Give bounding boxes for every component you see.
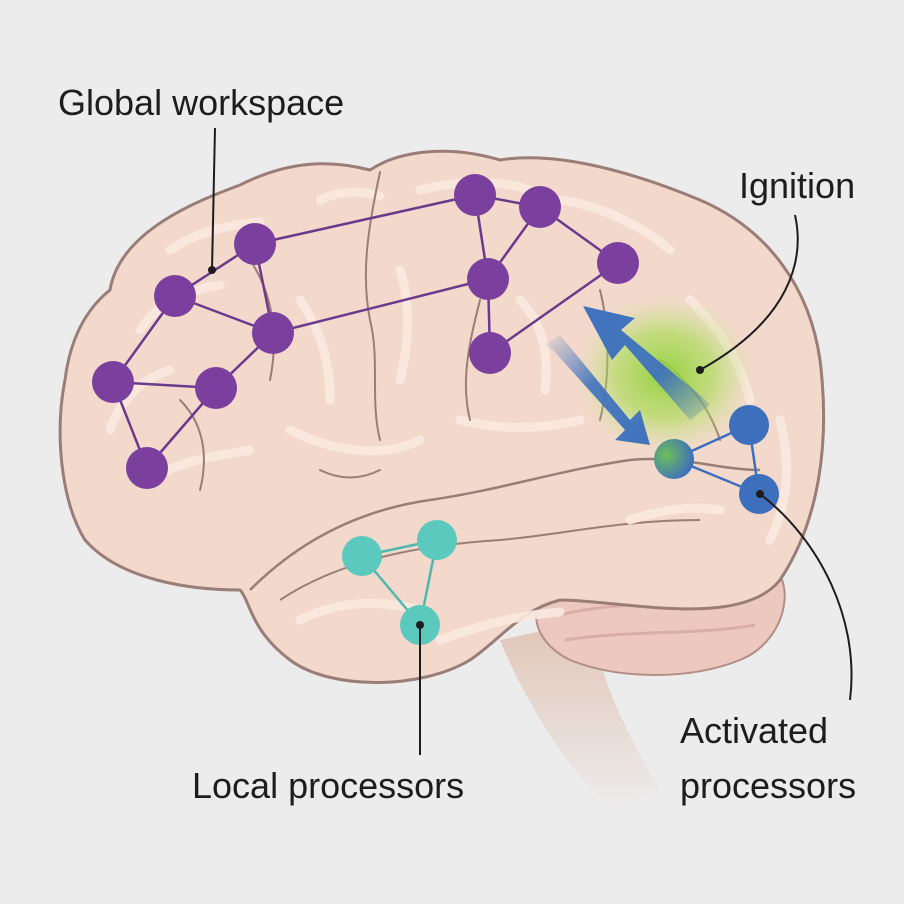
workspace-node	[126, 447, 168, 489]
activated-node	[654, 439, 694, 479]
feedforward-arrow	[545, 335, 650, 445]
activated-processors-network	[654, 405, 779, 514]
workspace-node	[234, 223, 276, 265]
global-workspace-network	[92, 174, 639, 489]
workspace-node	[469, 332, 511, 374]
workspace-node	[92, 361, 134, 403]
feedback-arrow	[583, 306, 710, 420]
leader-dot	[696, 366, 704, 374]
leader-lines	[211, 127, 853, 755]
leader-dot	[756, 490, 764, 498]
ignition-arrows	[545, 306, 710, 445]
local-node	[342, 536, 382, 576]
label-local-processors: Local processors	[192, 765, 464, 806]
workspace-node	[454, 174, 496, 216]
activated-processors-leader	[759, 493, 853, 701]
global-workspace-leader	[211, 127, 216, 271]
workspace-node	[195, 367, 237, 409]
leader-dot	[208, 266, 216, 274]
workspace-node	[519, 186, 561, 228]
label-activated-line1: Activated	[680, 710, 828, 751]
brainstem	[500, 620, 660, 810]
brain-cerebrum	[58, 149, 826, 684]
gyri-highlights	[105, 178, 792, 645]
leader-dot	[416, 621, 424, 629]
ignition-leader	[699, 214, 799, 371]
label-global-workspace: Global workspace	[58, 82, 344, 123]
workspace-node	[467, 258, 509, 300]
label-ignition: Ignition	[739, 165, 855, 206]
workspace-node	[252, 312, 294, 354]
label-activated-line2: processors	[680, 765, 856, 806]
activated-node	[729, 405, 769, 445]
workspace-node	[154, 275, 196, 317]
local-node	[417, 520, 457, 560]
workspace-node	[597, 242, 639, 284]
